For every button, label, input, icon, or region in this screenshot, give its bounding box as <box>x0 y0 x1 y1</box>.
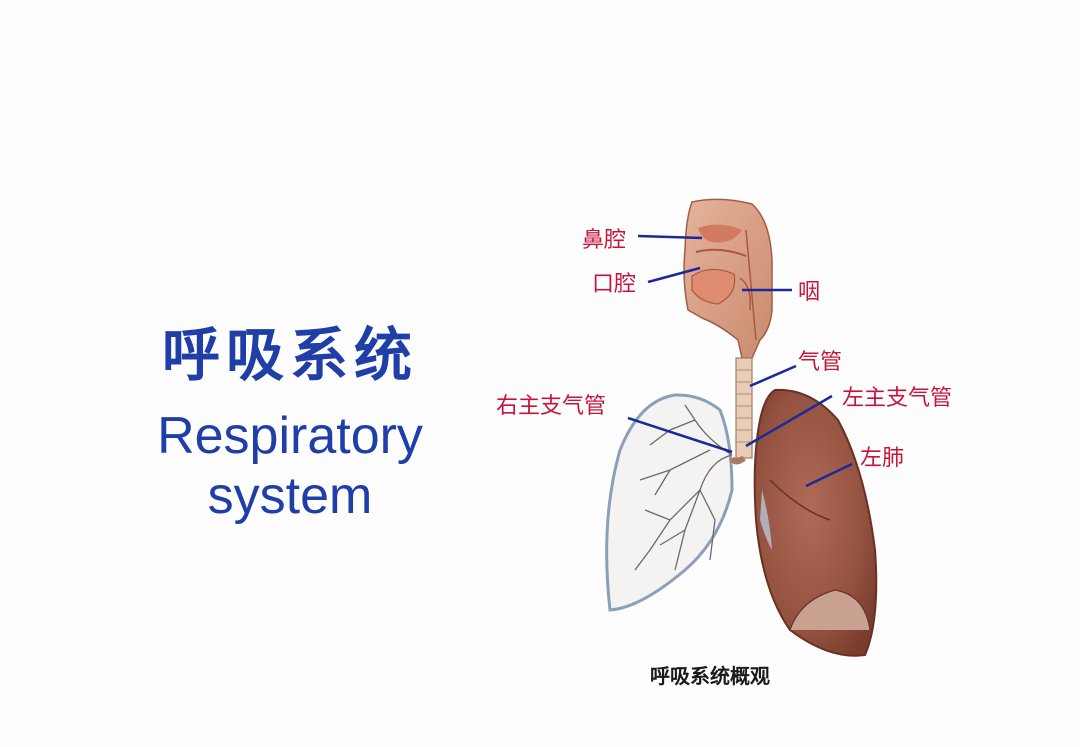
title-english-line2: system <box>207 467 373 525</box>
head-section <box>683 198 773 359</box>
anatomy-illustration <box>605 198 878 657</box>
label-oral-cavity: 口腔 <box>592 272 637 297</box>
bronchial-tree <box>634 404 733 571</box>
left-lung <box>753 388 878 657</box>
label-right-main-bronchus: 右主支气管 <box>496 394 607 419</box>
label-trachea: 气管 <box>798 350 843 375</box>
label-nasal-cavity: 鼻腔 <box>582 228 627 253</box>
title-block: 呼吸系统 Respiratory system <box>60 318 520 526</box>
label-pharynx: 咽 <box>798 280 821 305</box>
label-left-main-bronchus: 左主支气管 <box>842 386 953 411</box>
diagram-caption: 呼吸系统概观 <box>650 664 770 688</box>
right-lung <box>605 393 734 612</box>
title-chinese: 呼吸系统 <box>161 321 418 389</box>
respiratory-diagram: 鼻腔 口腔 咽 气管 右主支气管 左主支气管 左肺 呼吸系统概观 <box>470 190 1030 710</box>
bronchi-junction <box>729 455 746 465</box>
label-left-lung: 左肺 <box>860 446 905 471</box>
title-english-line1: Respiratory <box>157 407 423 465</box>
trachea-tube <box>735 357 753 459</box>
leader-lines <box>627 234 853 488</box>
